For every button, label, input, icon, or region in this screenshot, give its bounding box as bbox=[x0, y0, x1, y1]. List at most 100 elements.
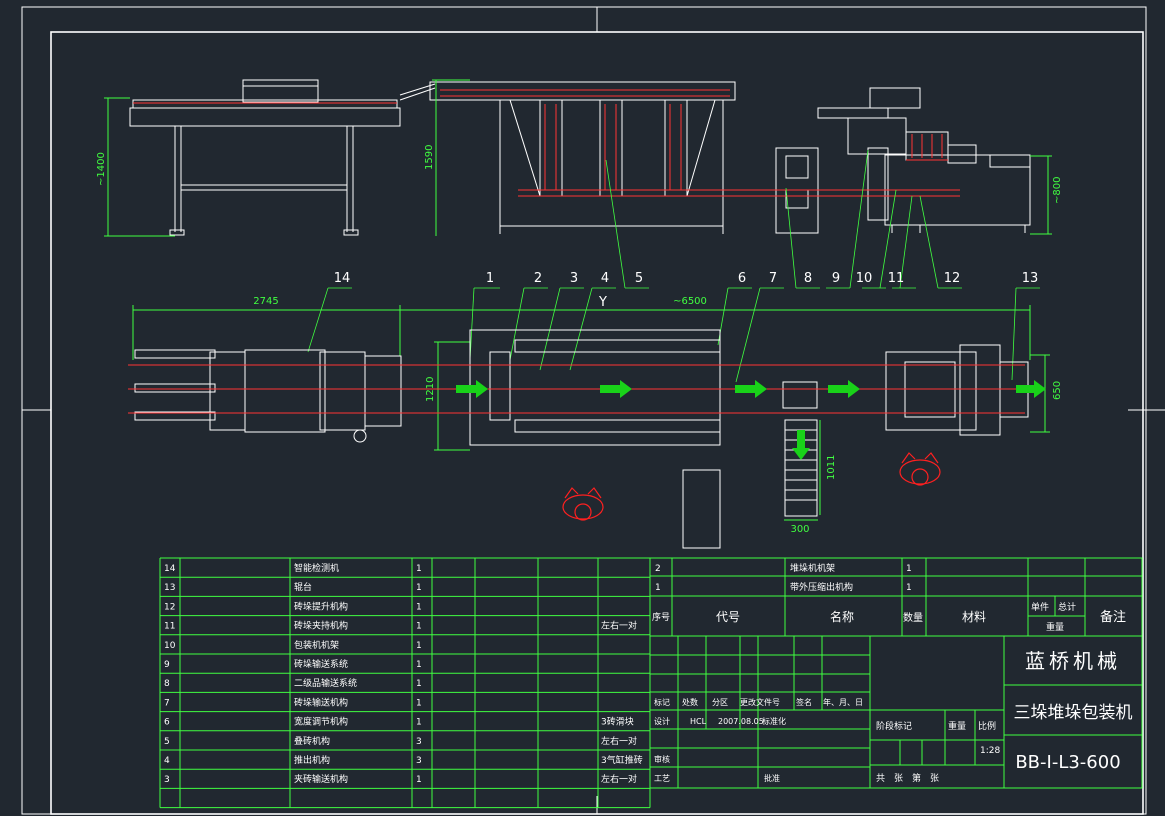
part-6-qty: 1 bbox=[416, 718, 422, 728]
part-11-qty: 1 bbox=[416, 622, 422, 632]
header-code: 代号 bbox=[716, 610, 740, 624]
header-single: 单件 bbox=[1031, 601, 1049, 613]
sheet-frame bbox=[21, 6, 1165, 815]
stacker-elevation bbox=[429, 81, 736, 234]
part-1-qty: 1 bbox=[906, 583, 912, 593]
flow-arrow-2 bbox=[600, 380, 632, 398]
part-9-qty: 1 bbox=[416, 660, 422, 670]
callout-6: 6 bbox=[738, 271, 746, 286]
callout-12: 12 bbox=[944, 271, 961, 286]
sheet-count: 共 张 第 张 bbox=[876, 772, 939, 784]
header-name: 名称 bbox=[830, 609, 854, 624]
header-total: 总计 bbox=[1058, 601, 1076, 613]
part-14-name: 智能检测机 bbox=[294, 562, 339, 574]
rev-sign: 签名 bbox=[796, 697, 812, 707]
header-weight: 重量 bbox=[1046, 621, 1064, 633]
part-11-no: 11 bbox=[164, 622, 175, 632]
approval-designer: HCL bbox=[690, 717, 707, 726]
part-1-no: 1 bbox=[655, 583, 661, 593]
stage-mark: 阶段标记 bbox=[876, 720, 912, 732]
part-6-no: 6 bbox=[164, 718, 170, 728]
callout-4: 4 bbox=[601, 271, 609, 286]
part-13-name: 辊台 bbox=[294, 581, 312, 593]
part-3-name: 夹砖输送机构 bbox=[294, 773, 348, 785]
part-11-note: 左右一对 bbox=[601, 620, 637, 632]
dim-overall-length: ~6500 bbox=[673, 296, 707, 307]
rev-zone: 分区 bbox=[712, 698, 728, 707]
part-5-name: 叠砖机构 bbox=[294, 735, 330, 747]
plan-centerlines bbox=[128, 364, 1025, 414]
part-6-name: 宽度调节机构 bbox=[294, 716, 348, 728]
part-14-qty: 1 bbox=[416, 564, 422, 574]
callout-7: 7 bbox=[769, 271, 777, 286]
flow-arrow-down bbox=[792, 430, 810, 460]
part-9-name: 砖垛输送系统 bbox=[294, 658, 348, 670]
callout-2: 2 bbox=[534, 271, 542, 286]
flow-arrow-4 bbox=[828, 380, 860, 398]
callout-13: 13 bbox=[1022, 271, 1039, 286]
rev-mark: 标记 bbox=[654, 697, 670, 707]
drawing-number: BB-I-L3-600 bbox=[1015, 752, 1120, 773]
callout-8: 8 bbox=[804, 271, 812, 286]
part-10-qty: 1 bbox=[416, 641, 422, 651]
elevation-conveyor-lines bbox=[133, 89, 960, 197]
approval-design: 设计 bbox=[654, 716, 670, 726]
elevation-dimensions bbox=[104, 79, 1052, 237]
elevation-view bbox=[129, 79, 1031, 236]
dim-height-right: ~800 bbox=[1052, 177, 1063, 204]
part-5-no: 5 bbox=[164, 737, 170, 747]
part-3-note: 左右一对 bbox=[601, 773, 637, 785]
flow-arrows bbox=[456, 380, 1046, 460]
rev-date: 年、月、日 bbox=[823, 697, 863, 707]
part-3-qty: 1 bbox=[416, 775, 422, 785]
view-label-y: Y bbox=[598, 295, 607, 310]
callout-3: 3 bbox=[570, 271, 578, 286]
rev-doc: 更改文件号 bbox=[740, 697, 780, 707]
flow-arrow-3 bbox=[735, 380, 767, 398]
callout-labels: 1 2 3 4 5 6 7 8 9 10 11 12 13 14 bbox=[334, 271, 1039, 286]
part-12-name: 砖垛提升机构 bbox=[294, 600, 348, 612]
part-10-no: 10 bbox=[164, 641, 176, 651]
part-12-no: 12 bbox=[164, 602, 175, 612]
dim-width-right: 650 bbox=[1052, 381, 1063, 400]
part-8-name: 二级品输送系统 bbox=[294, 677, 357, 689]
company-name: 蓝桥机械 bbox=[1025, 649, 1121, 673]
part-5-note: 左右一对 bbox=[601, 735, 637, 747]
part-4-no: 4 bbox=[164, 756, 170, 766]
title-block-grid bbox=[649, 557, 1143, 789]
dim-height-mid: 1590 bbox=[424, 145, 435, 170]
part-2-qty: 1 bbox=[906, 564, 912, 574]
part-12-qty: 1 bbox=[416, 602, 422, 612]
callout-14: 14 bbox=[334, 271, 351, 286]
scale-value: 1:28 bbox=[980, 746, 1000, 756]
header-seq: 序号 bbox=[652, 611, 670, 623]
part-2-no: 2 bbox=[655, 564, 661, 574]
callout-11: 11 bbox=[888, 271, 905, 286]
header-remark: 备注 bbox=[1100, 609, 1126, 625]
part-7-name: 砖垛输送机构 bbox=[294, 696, 348, 708]
parts-header: 序号 代号 名称 数量 材料 单件 总计 重量 备注 bbox=[652, 601, 1126, 633]
title-weight: 重量 bbox=[948, 720, 966, 732]
callout-5: 5 bbox=[635, 271, 643, 286]
part-13-no: 13 bbox=[164, 583, 175, 593]
operator-right bbox=[899, 452, 941, 486]
dim-section-14: 2745 bbox=[253, 296, 278, 307]
dim-side-length: 1011 bbox=[826, 455, 837, 480]
approval-review: 审核 bbox=[654, 754, 670, 764]
callout-10: 10 bbox=[856, 271, 873, 286]
part-7-no: 7 bbox=[164, 698, 170, 708]
part-8-no: 8 bbox=[164, 679, 170, 689]
approval-standard: 标准化 bbox=[762, 716, 786, 726]
part-4-qty: 3 bbox=[416, 756, 422, 766]
callout-9: 9 bbox=[832, 271, 840, 286]
flow-arrow-5 bbox=[1016, 380, 1046, 398]
plan-dimensions bbox=[132, 305, 1050, 521]
part-5-qty: 3 bbox=[416, 737, 422, 747]
plan-view bbox=[134, 329, 1029, 549]
part-4-name: 推出机构 bbox=[294, 754, 330, 766]
approval-approve: 批准 bbox=[764, 773, 780, 783]
part-14-no: 14 bbox=[164, 564, 176, 574]
dim-height-left: ~1400 bbox=[96, 152, 107, 186]
